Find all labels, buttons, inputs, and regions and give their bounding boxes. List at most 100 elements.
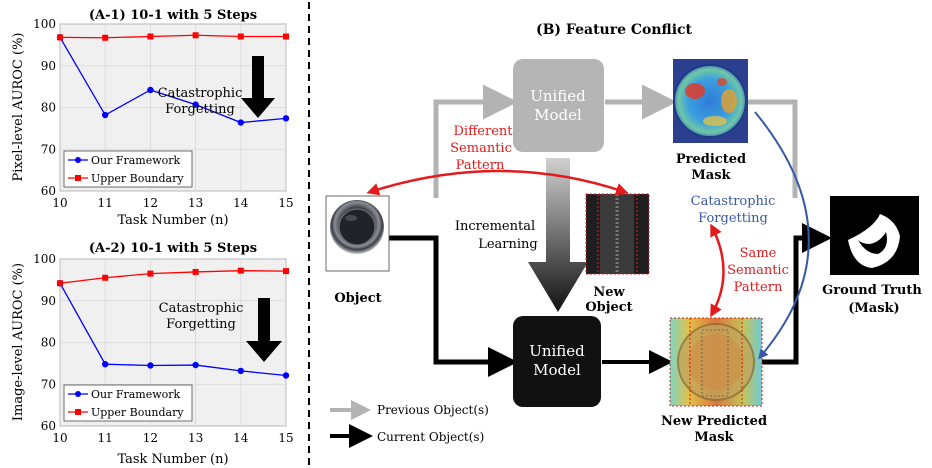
data-point [192, 32, 199, 39]
legend-box [63, 150, 193, 188]
different-pattern-arrow [366, 169, 629, 196]
data-point [147, 362, 154, 369]
annotation-line-2: Forgetting [166, 317, 236, 332]
new-object-label-1: New [593, 285, 625, 300]
data-point [147, 270, 154, 277]
new-object-label-2: Object [585, 300, 632, 315]
data-point [237, 33, 244, 40]
data-point [102, 274, 109, 281]
incremental-label-2: Learning [478, 237, 538, 252]
legend-marker-ours [75, 157, 81, 163]
different-pattern-label-3: Pattern [456, 158, 505, 173]
legend-label-ours: Our Framework [91, 154, 181, 167]
y-axis-label: Image-level AUROC (%) [11, 263, 26, 421]
data-point [102, 34, 109, 41]
predicted-mask-label-2: Mask [691, 168, 731, 183]
predicted-mask-label-1: Predicted [676, 152, 746, 167]
unified-model-current-label-2: Model [533, 361, 581, 379]
legend-marker-upper [75, 409, 81, 415]
unified-model-previous-label-2: Model [534, 106, 582, 124]
y-tick-label: 100 [33, 17, 56, 31]
legend: Our Framework Upper Boundary [63, 384, 193, 422]
data-point [102, 361, 109, 368]
predicted-mask-image [673, 59, 748, 143]
series-line-0 [59, 282, 287, 377]
new-object-image [585, 193, 650, 275]
forgetting-label-2: Forgetting [698, 211, 768, 226]
object-image [325, 195, 390, 272]
y-axis-label: Pixel-level AUROC (%) [11, 32, 26, 181]
unified-model-previous [513, 59, 604, 152]
unified-model-previous-label-1: Unified [530, 87, 586, 105]
series-line-1 [59, 34, 286, 39]
annotation: Catastrophic Forgetting [158, 56, 275, 118]
y-tick-label: 70 [41, 377, 56, 391]
previous-arrow-to-gt [748, 99, 798, 198]
data-point [192, 361, 199, 369]
ground-truth-label-1: Ground Truth [822, 283, 922, 298]
annotation-line-1: Catastrophic [158, 86, 243, 101]
series-line-0 [59, 37, 287, 124]
data-point [237, 267, 244, 274]
x-tick-label: 15 [278, 196, 293, 210]
legend: Our Framework Upper Boundary [63, 150, 193, 188]
down-arrow-icon [246, 298, 282, 362]
x-tick-label: 10 [52, 196, 67, 210]
grid [59, 258, 287, 427]
diagram-title: (B) Feature Conflict [536, 22, 693, 38]
unified-model-current-label-1: Unified [529, 342, 585, 360]
data-point [192, 101, 199, 108]
legend-label-ours: Our Framework [91, 388, 181, 401]
new-predicted-mask-label-1: New Predicted [661, 414, 767, 429]
data-point [57, 34, 63, 41]
x-tick-label: 11 [98, 196, 113, 210]
feature-conflict-diagram: (B) Feature Conflict Unified Model Unifi… [325, 22, 922, 448]
annotation-line-2: Forgetting [165, 102, 235, 117]
x-tick-label: 13 [188, 431, 203, 445]
legend-label-upper: Upper Boundary [91, 172, 184, 185]
x-tick-label: 10 [52, 431, 67, 445]
legend-box [63, 384, 193, 422]
x-axis-label: Task Number (n) [117, 213, 228, 228]
data-point [147, 86, 154, 94]
chart-title: (A-1) 10-1 with 5 Steps [89, 8, 257, 23]
data-point [282, 115, 290, 122]
data-point [237, 119, 244, 126]
forgetting-arrow [754, 111, 810, 360]
chart-title: (A-2) 10-1 with 5 Steps [89, 241, 257, 256]
unified-model-current [513, 316, 601, 407]
legend-marker-ours [75, 391, 81, 397]
incremental-learning-arrow [528, 158, 588, 312]
x-tick-label: 11 [98, 431, 113, 445]
legend-label-upper: Upper Boundary [91, 406, 184, 419]
ground-truth-image [830, 196, 919, 275]
previous-arrow-to-model [433, 84, 518, 198]
y-tick-label: 90 [41, 59, 56, 73]
new-predicted-mask-image [669, 317, 763, 407]
y-tick-label: 100 [33, 252, 56, 266]
data-point [237, 367, 244, 375]
x-axis: 10 11 12 13 14 15 [52, 196, 293, 210]
y-tick-label: 70 [41, 142, 56, 156]
same-pattern-label-3: Pattern [734, 280, 783, 295]
annotation: Catastrophic Forgetting [159, 298, 282, 362]
x-tick-label: 14 [233, 431, 249, 445]
x-tick-label: 12 [143, 431, 158, 445]
forgetting-label-1: Catastrophic [691, 194, 776, 209]
annotation-line-1: Catastrophic [159, 301, 244, 316]
data-point [102, 111, 109, 119]
x-tick-label: 12 [143, 196, 158, 210]
x-tick-label: 13 [188, 196, 203, 210]
different-pattern-label-2: Semantic [450, 141, 512, 156]
incremental-label-1: Incremental [455, 219, 535, 234]
x-tick-label: 14 [233, 196, 249, 210]
series-line-1 [59, 270, 287, 284]
same-pattern-label-1: Same [740, 246, 777, 261]
down-arrow-icon [241, 56, 275, 118]
